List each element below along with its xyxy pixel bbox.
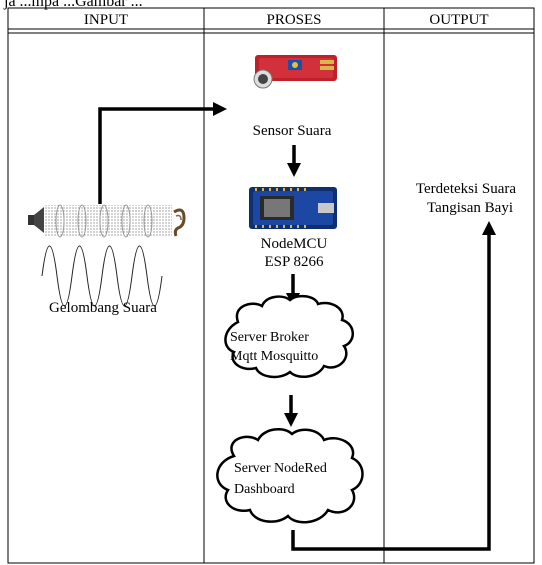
sound-sensor-image: [253, 55, 337, 89]
broker-label-line2: Mqtt Mosquitto: [230, 349, 318, 364]
broker-cloud: [224, 294, 354, 379]
arrow-nodered-to-output: [291, 221, 496, 551]
nodered-label-line1: Server NodeRed: [234, 461, 327, 476]
arrow-input-to-sensor: [98, 102, 227, 204]
nodered-cloud: [216, 427, 364, 524]
sensor-label: Sensor Suara: [253, 123, 332, 139]
sound-wave-illustration: [28, 204, 186, 307]
header-input: INPUT: [84, 12, 128, 28]
header-process: PROSES: [266, 12, 321, 28]
output-label-line1: Terdeteksi Suara: [416, 181, 517, 197]
nodemcu-label-line2: ESP 8266: [264, 254, 324, 270]
output-label-line2: Tangisan Bayi: [427, 200, 513, 216]
nodered-label-line2: Dashboard: [234, 482, 295, 497]
header-output: OUTPUT: [429, 12, 488, 28]
speaker-icon: [28, 207, 44, 233]
broker-label-line1: Server Broker: [230, 330, 309, 345]
caption-fragment: ja ...mpa ...Gambar ...: [3, 0, 143, 10]
ear-icon: [173, 208, 186, 237]
nodemcu-label-line1: NodeMCU: [261, 236, 328, 252]
nodemcu-board-image: [249, 187, 337, 229]
table-frame: [7, 7, 535, 564]
input-label: Gelombang Suara: [49, 300, 157, 316]
